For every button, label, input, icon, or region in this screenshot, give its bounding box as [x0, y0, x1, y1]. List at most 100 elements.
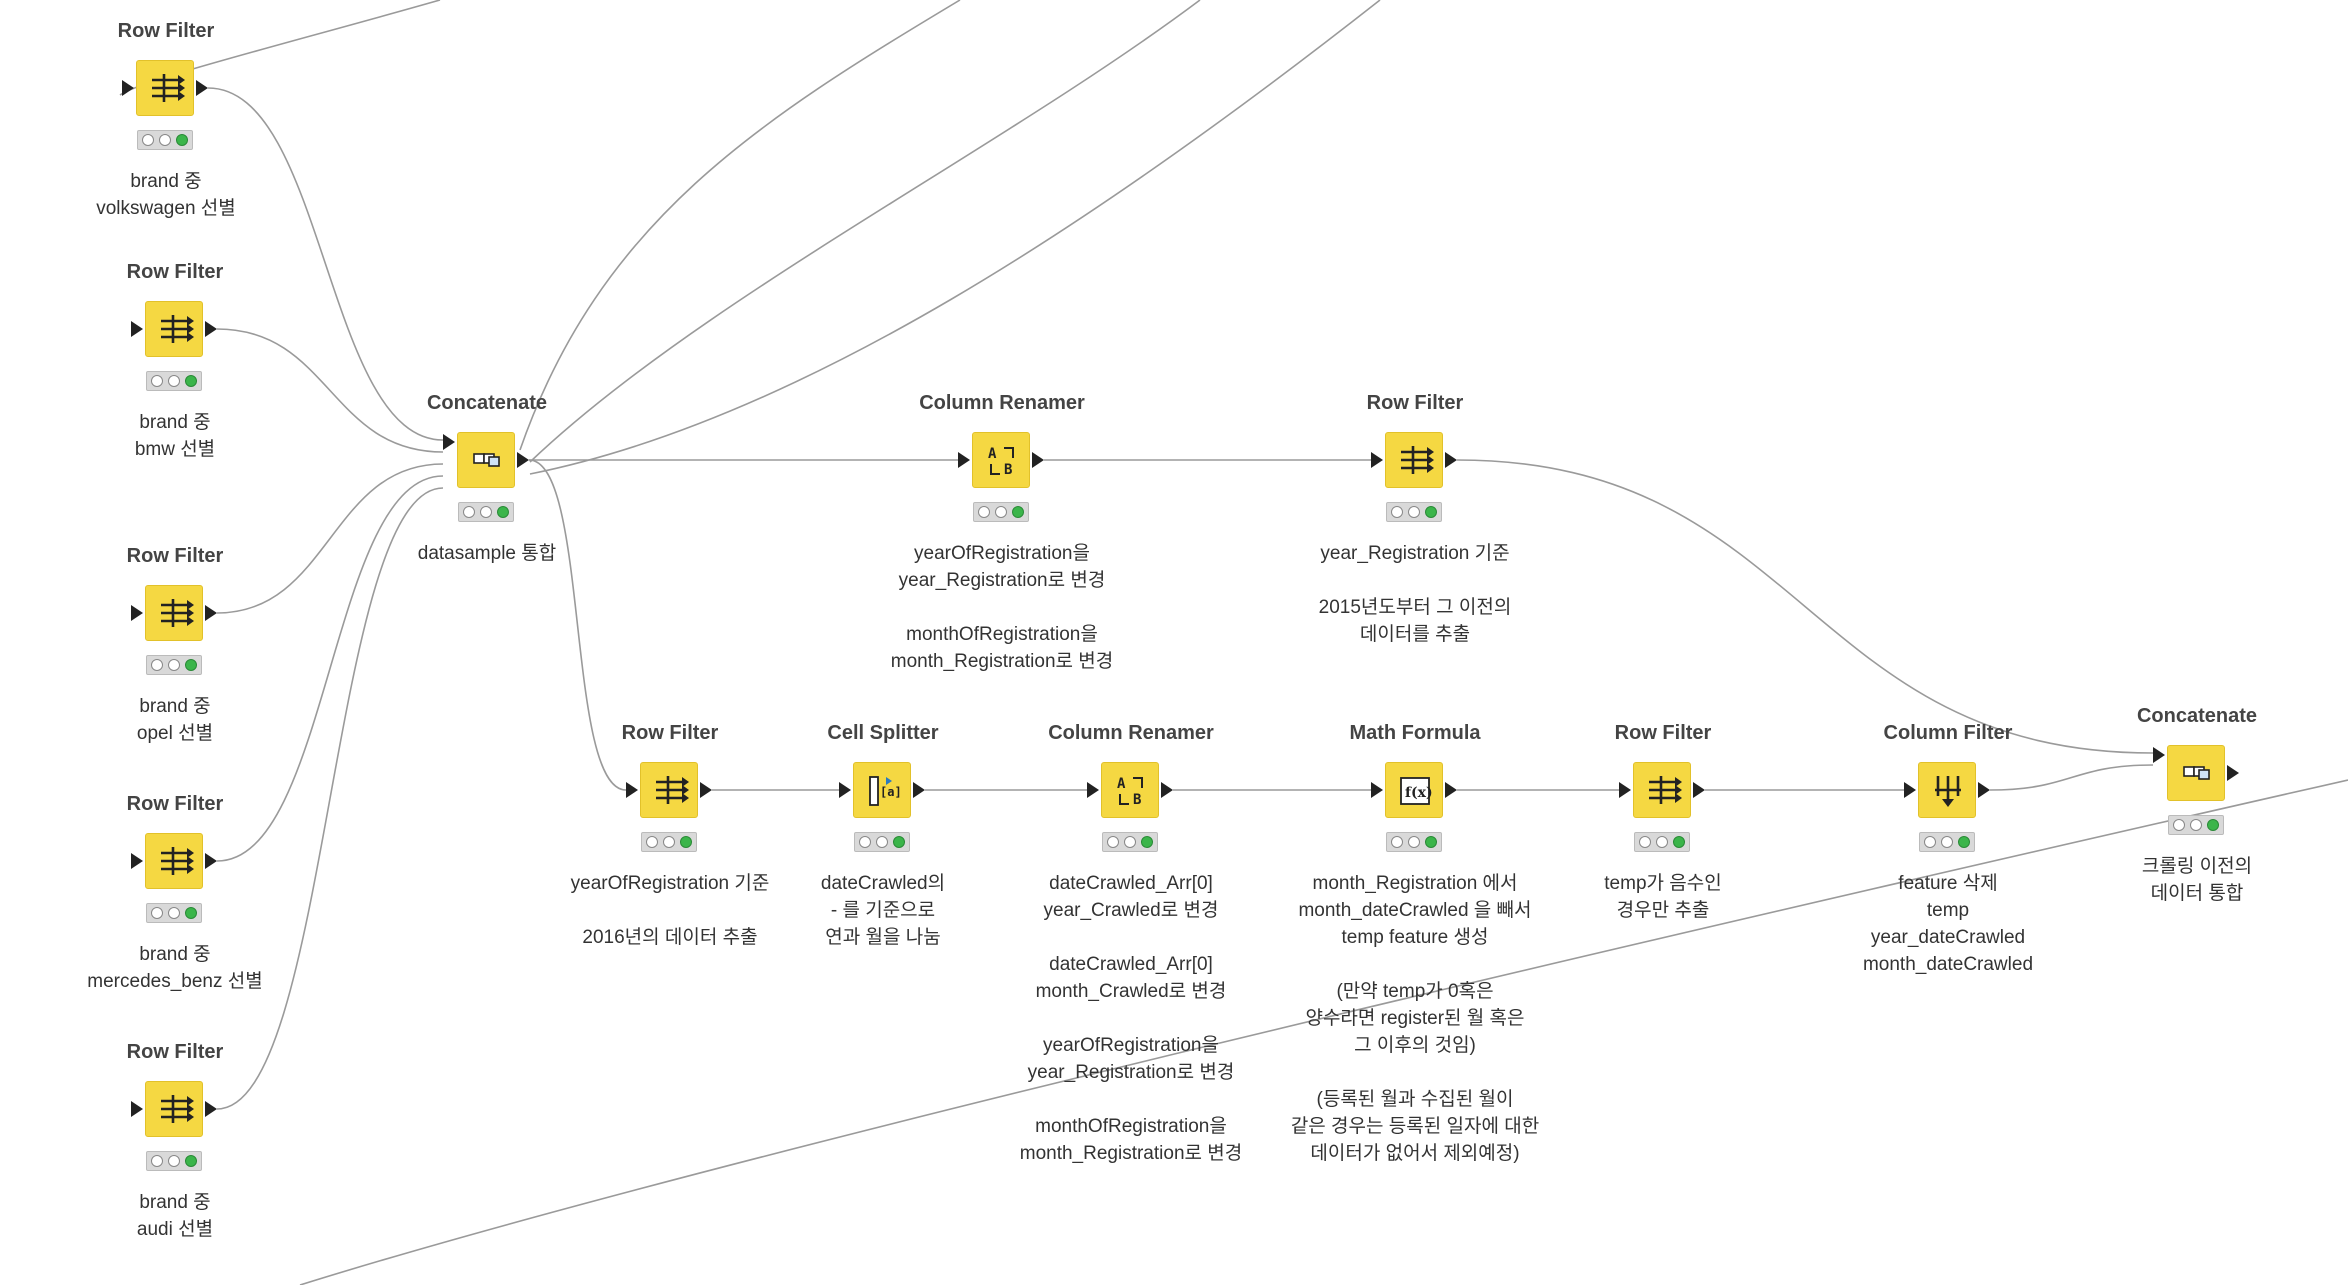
output-port[interactable]: [517, 452, 529, 468]
input-port-stack[interactable]: [2153, 747, 2165, 763]
offscreen-connection-2[interactable]: [529, 0, 1201, 463]
svg-text:[a]: [a]: [880, 785, 902, 799]
output-port[interactable]: [196, 80, 208, 96]
node-annotation[interactable]: yearOfRegistration 기준 2016년의 데이터 추출: [570, 873, 770, 948]
node-annotation[interactable]: temp가 음수인 경우만 추출: [1604, 873, 1722, 921]
connection-concat-1-to-rf-2016[interactable]: [528, 459, 627, 791]
output-port[interactable]: [205, 853, 217, 869]
node-status-traffic-light: [641, 832, 697, 852]
row-filter-icon[interactable]: [1385, 432, 1443, 488]
input-port-stack[interactable]: [443, 434, 455, 450]
node-annotation[interactable]: datasample 통합: [417, 543, 557, 564]
offscreen-connection-0[interactable]: [119, 0, 441, 96]
node-title: Row Filter: [1366, 392, 1464, 414]
node-annotation[interactable]: brand 중 mercedes_benz 선별: [87, 944, 263, 992]
output-port[interactable]: [1978, 782, 1990, 798]
input-port[interactable]: [839, 782, 851, 798]
connection-rf-bmw-to-concat-1[interactable]: [216, 328, 444, 453]
input-port[interactable]: [958, 452, 970, 468]
output-port[interactable]: [700, 782, 712, 798]
svg-text:A: A: [988, 446, 997, 462]
node-annotation[interactable]: yearOfRegistration을 year_Registration로 변…: [890, 543, 1114, 672]
svg-text:B: B: [1004, 462, 1012, 478]
node-annotation[interactable]: brand 중 opel 선별: [136, 696, 214, 744]
output-port[interactable]: [1445, 782, 1457, 798]
node-annotation[interactable]: month_Registration 에서 month_dateCrawled …: [1290, 873, 1540, 1164]
input-port[interactable]: [1371, 452, 1383, 468]
node-annotation[interactable]: dateCrawled_Arr[0] year_Crawled로 변경 date…: [1019, 873, 1243, 1164]
concatenate-icon[interactable]: [457, 432, 515, 488]
input-port[interactable]: [1087, 782, 1099, 798]
node-annotation[interactable]: brand 중 bmw 선별: [134, 412, 216, 460]
concatenate-icon[interactable]: [2167, 745, 2225, 801]
node-title: Concatenate: [2136, 705, 2258, 727]
connection-rf-opel-to-concat-1[interactable]: [216, 463, 444, 614]
offscreen-connection-3[interactable]: [529, 0, 1381, 475]
node-annotation[interactable]: feature 삭제 temp year_dateCrawled month_d…: [1862, 873, 2034, 975]
node-title: Column Renamer: [919, 392, 1085, 414]
input-port[interactable]: [1904, 782, 1916, 798]
cell-splitter-icon[interactable]: [a]: [853, 762, 911, 818]
output-port[interactable]: [1161, 782, 1173, 798]
node-status-traffic-light: [854, 832, 910, 852]
column-filter-icon[interactable]: [1918, 762, 1976, 818]
input-port[interactable]: [131, 853, 143, 869]
offscreen-connection-4[interactable]: [299, 779, 2348, 1285]
output-port[interactable]: [1032, 452, 1044, 468]
node-status-traffic-light: [1386, 502, 1442, 522]
node-title: Column Renamer: [1048, 722, 1214, 744]
node-title: Math Formula: [1349, 722, 1481, 744]
connection-colfilter-to-concat-2[interactable]: [1989, 764, 2154, 791]
node-title: Row Filter: [117, 20, 215, 42]
node-annotation[interactable]: brand 중 volkswagen 선별: [96, 171, 236, 219]
math-formula-icon[interactable]: f(x): [1385, 762, 1443, 818]
row-filter-icon[interactable]: [1633, 762, 1691, 818]
connection-rf-year2015-to-concat-2[interactable]: [1456, 459, 2154, 754]
node-title: Row Filter: [621, 722, 719, 744]
node-status-traffic-light: [1102, 832, 1158, 852]
node-title: Column Filter: [1883, 722, 2013, 744]
output-port[interactable]: [2227, 765, 2239, 781]
row-filter-icon[interactable]: [136, 60, 194, 116]
node-status-traffic-light: [973, 502, 1029, 522]
input-port[interactable]: [626, 782, 638, 798]
input-port[interactable]: [131, 1101, 143, 1117]
output-port[interactable]: [1445, 452, 1457, 468]
row-filter-icon[interactable]: [145, 301, 203, 357]
node-annotation[interactable]: year_Registration 기준 2015년도부터 그 이전의 데이터를…: [1318, 543, 1512, 645]
output-port[interactable]: [1693, 782, 1705, 798]
node-status-traffic-light: [137, 130, 193, 150]
node-status-traffic-light: [146, 1151, 202, 1171]
input-port[interactable]: [131, 605, 143, 621]
node-title: Cell Splitter: [827, 722, 939, 744]
output-port[interactable]: [205, 605, 217, 621]
row-filter-icon[interactable]: [145, 1081, 203, 1137]
row-filter-icon[interactable]: [145, 833, 203, 889]
row-filter-icon[interactable]: [145, 585, 203, 641]
connection-rf-mercedes-to-concat-1[interactable]: [216, 475, 444, 862]
input-port[interactable]: [1619, 782, 1631, 798]
output-port[interactable]: [205, 321, 217, 337]
offscreen-connection-1[interactable]: [519, 0, 961, 451]
connection-rf-audi-to-concat-1[interactable]: [216, 487, 444, 1110]
input-port[interactable]: [122, 80, 134, 96]
node-status-traffic-light: [1386, 832, 1442, 852]
input-port[interactable]: [131, 321, 143, 337]
node-title: Row Filter: [126, 545, 224, 567]
connection-rf-volkswagen-to-concat-1[interactable]: [207, 87, 444, 441]
node-annotation[interactable]: dateCrawled의 - 를 기준으로 연과 월을 나눔: [820, 873, 946, 948]
output-port[interactable]: [205, 1101, 217, 1117]
node-title: Row Filter: [126, 1041, 224, 1063]
node-annotation[interactable]: brand 중 audi 선별: [136, 1192, 214, 1240]
node-annotation[interactable]: 크롤링 이전의 데이터 통합: [2141, 856, 2253, 904]
row-filter-icon[interactable]: [640, 762, 698, 818]
input-port[interactable]: [1371, 782, 1383, 798]
svg-text:A: A: [1117, 776, 1126, 792]
output-port[interactable]: [913, 782, 925, 798]
node-title: Concatenate: [426, 392, 548, 414]
node-status-traffic-light: [146, 655, 202, 675]
